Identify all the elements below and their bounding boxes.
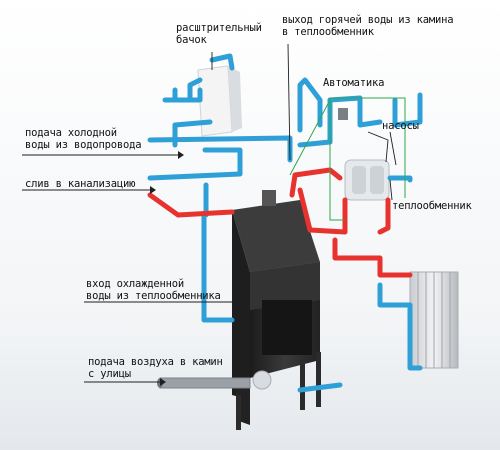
leader-lines [22,43,397,383]
air-damper [252,370,272,390]
label-expansion-tank: расштрительный бачок [176,22,262,46]
arrow-heads [150,151,238,386]
expansion-tank [197,65,242,137]
automation-wires [289,97,406,221]
hot-pipes [147,167,413,278]
label-pumps: насосы [382,120,419,132]
label-cold-water-in: подача холодной воды из водопровода [25,127,142,151]
label-automation: Автоматика [323,77,385,89]
automation-box [338,108,348,120]
label-air-supply: подача воздуха в камин с улицы [88,356,223,380]
label-hot-water-out: выход горячей воды из камина в теплообме… [282,14,454,38]
fireplace [232,190,321,430]
label-drain: слив в канализацию [25,178,136,190]
chimney-collar [262,190,276,206]
label-cooled-water-in: вход охлажденной воды из теплообменника [86,278,221,302]
label-heat-exchanger: теплообменник [392,200,472,212]
pump-block [344,159,390,201]
fireplace-door [262,300,312,355]
radiator [409,271,459,369]
